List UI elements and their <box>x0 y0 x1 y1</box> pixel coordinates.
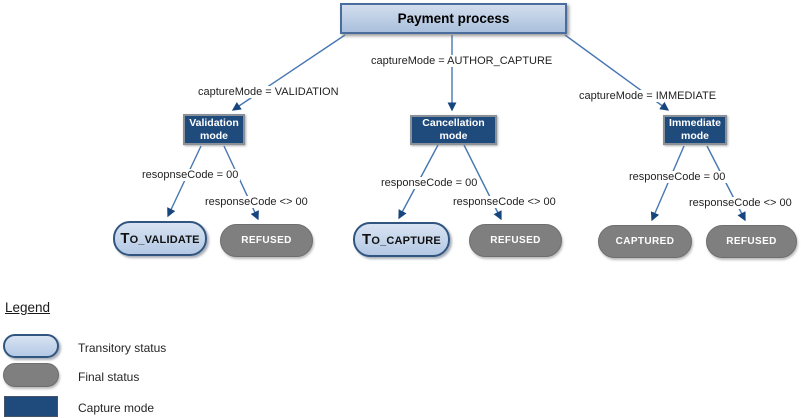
status-captured: CAPTURED <box>598 225 692 258</box>
transitory-status-swatch <box>3 334 59 358</box>
validation-mode-label-line2: mode <box>199 129 228 142</box>
legend-label-transitory-status: Transitory status <box>78 341 167 355</box>
legend-label-capture-mode: Capture mode <box>78 401 155 415</box>
legend-title: Legend <box>5 300 51 315</box>
status-captured-label: CAPTURED <box>615 236 675 247</box>
cancellation-mode-node: Cancellation mode <box>410 115 497 145</box>
capture-mode-swatch <box>4 396 58 417</box>
status-to-capture: TO_CAPTURE <box>353 222 450 257</box>
immediate-mode-label-line1: Immediate <box>669 117 721 130</box>
status-to-capture-label: TO_CAPTURE <box>362 231 441 248</box>
edge-label-immediate-responsecode-ko: responseCode <> 00 <box>687 197 794 210</box>
status-refused-cancellation: REFUSED <box>469 224 562 257</box>
immediate-mode-node: Immediate mode <box>663 115 727 145</box>
status-to-validate-label: TO_VALIDATE <box>120 230 200 247</box>
edge-label-immediate-responsecode-ok: responseCode = 00 <box>627 171 728 184</box>
edge-root-to-validation-mode <box>231 34 346 111</box>
status-refused-immediate: REFUSED <box>706 225 797 258</box>
edge-label-validation-responsecode-ko: responseCode <> 00 <box>203 196 310 209</box>
status-to-validate: TO_VALIDATE <box>113 221 207 256</box>
payment-process-node: Payment process <box>340 3 567 34</box>
validation-mode-node: Validation mode <box>183 114 245 145</box>
immediate-mode-label-line2: mode <box>680 130 709 142</box>
edge-label-capturemode-immediate: captureMode = IMMEDIATE <box>577 90 719 103</box>
status-refused-validation: REFUSED <box>220 224 313 257</box>
edge-label-validation-responsecode-ok: resopnseCode = 00 <box>140 169 241 182</box>
edge-label-cancellation-responsecode-ko: responseCode <> 00 <box>451 196 558 209</box>
status-refused-immediate-label: REFUSED <box>726 236 777 247</box>
edge-label-cancellation-responsecode-ok: responseCode = 00 <box>379 177 480 190</box>
final-status-swatch <box>3 363 59 387</box>
cancellation-mode-label-line1: Cancellation <box>422 117 485 130</box>
validation-mode-label-line1: Validation <box>189 116 239 129</box>
status-refused-validation-label: REFUSED <box>241 235 292 246</box>
legend-label-final-status: Final status <box>78 370 140 384</box>
edge-label-capturemode-author-capture: captureMode = AUTHOR_CAPTURE <box>369 55 555 68</box>
cancellation-mode-label-line2: mode <box>439 130 468 142</box>
status-refused-cancellation-label: REFUSED <box>490 235 541 246</box>
edge-label-capturemode-validation: captureMode = VALIDATION <box>196 86 341 99</box>
